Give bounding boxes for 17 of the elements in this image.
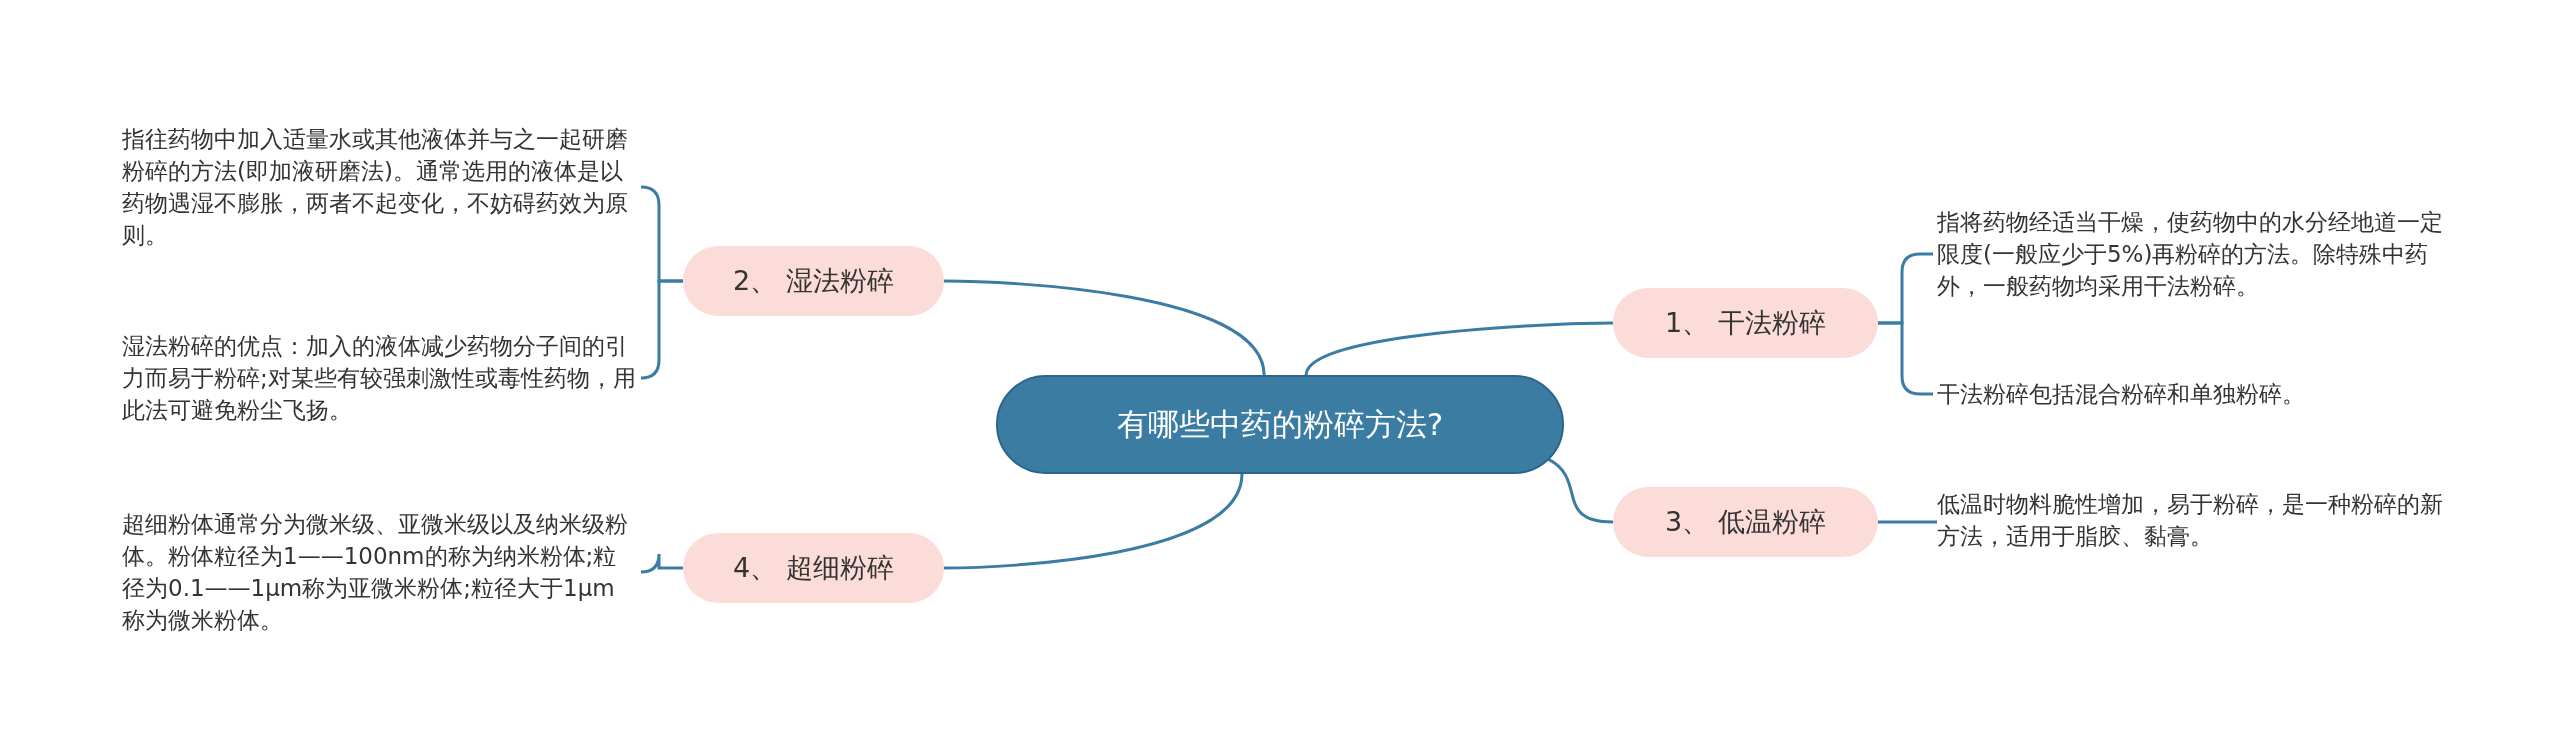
topic-pill: 3、 低温粉碎	[1613, 487, 1878, 557]
topic-pill: 1、 干法粉碎	[1613, 288, 1878, 358]
central-topic: 有哪些中药的粉碎方法?	[996, 375, 1564, 474]
topic-pill: 2、 湿法粉碎	[683, 246, 944, 316]
description-text: 低温时物料脆性增加，易于粉碎，是一种粉碎的新方法，适用于脂胶、黏膏。	[1937, 488, 2452, 552]
description-text: 指往药物中加入适量水或其他液体并与之一起研磨粉碎的方法(即加液研磨法)。通常选用的液体是以药物遇湿不膨胀，两者不起变化，不妨碍药效为原则。	[122, 123, 637, 251]
connector-line	[1878, 520, 1937, 524]
connector-line	[1304, 321, 1613, 376]
description-text: 干法粉碎包括混合粉碎和单独粉碎。	[1937, 378, 2452, 410]
description-text: 指将药物经适当干燥，使药物中的水分经地道一定限度(一般应少于5%)再粉碎的方法。除特殊中药外，一般药物均采用干法粉碎。	[1937, 206, 2452, 302]
connector-line	[943, 279, 1266, 376]
connector-line	[943, 473, 1244, 570]
connector-line	[1547, 457, 1614, 524]
description-text: 超细粉体通常分为微米级、亚微米级以及纳米级粉体。粉体粒径为1——100nm的称为纳米粉体;粒径为0.1——1μm称为亚微米粉体;粒径大于1μm称为微米粉体。	[122, 508, 637, 636]
description-text: 湿法粉碎的优点：加入的液体减少药物分子间的引力而易于粉碎;对某些有较强刺激性或毒性药物，用此法可避免粉尘飞扬。	[122, 330, 637, 426]
topic-pill: 4、 超细粉碎	[683, 533, 944, 603]
connector-line	[639, 552, 683, 574]
